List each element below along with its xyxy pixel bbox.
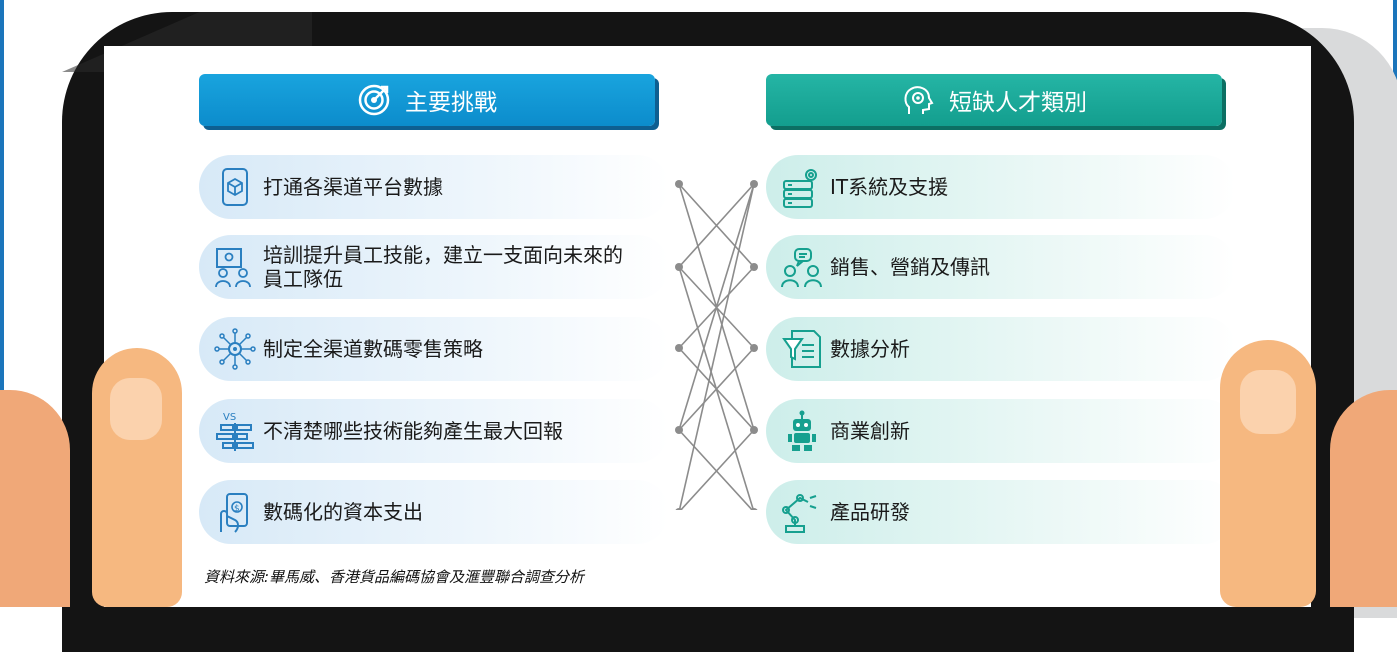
svg-text:VS: VS	[223, 412, 236, 423]
left-hand-palm	[0, 390, 70, 607]
challenges-header: 主要挑戰	[199, 74, 655, 126]
connection-line	[678, 347, 755, 431]
connection-diagram	[675, 180, 758, 510]
challenge-label: 數碼化的資本支出	[263, 500, 423, 524]
challenge-label: 打通各渠道平台數據	[263, 175, 443, 199]
challenge-item: 打通各渠道平台數據	[199, 155, 669, 219]
target-icon	[358, 84, 390, 116]
talent-header-label: 短缺人才類別	[949, 90, 1087, 116]
right-hand-palm	[1330, 390, 1397, 607]
svg-text:$: $	[234, 504, 240, 514]
connection-node	[675, 180, 683, 188]
connection-line	[678, 183, 755, 431]
talent-label: 產品研發	[830, 500, 910, 524]
talent-header: 短缺人才類別	[766, 74, 1222, 126]
people-chat-icon	[781, 248, 822, 288]
talent-item: IT系統及支援	[766, 155, 1236, 219]
connection-line	[678, 183, 755, 510]
right-thumbnail	[1240, 370, 1296, 434]
challenge-item: VS 不清楚哪些技術能夠產生最大回報	[199, 399, 669, 463]
talent-label: IT系統及支援	[830, 175, 949, 199]
talent-label: 數據分析	[830, 337, 910, 361]
vs-compare-icon: VS	[216, 412, 254, 451]
connection-node	[750, 180, 758, 188]
connection-node	[750, 508, 758, 510]
server-gear-icon	[783, 169, 817, 208]
challenges-header-label: 主要挑戰	[405, 90, 497, 116]
talent-item: 銷售、營銷及傳訊	[766, 235, 1236, 299]
connection-line	[678, 183, 755, 268]
robot-arm-icon	[782, 494, 817, 533]
hand-coin-icon: $	[220, 493, 248, 533]
head-gear-icon	[904, 86, 934, 114]
source-note: 資料來源:畢馬威、香港貨品編碼協會及滙豐聯合調查分析	[204, 568, 585, 586]
challenge-item: $ 數碼化的資本支出	[199, 480, 669, 544]
connection-node	[675, 426, 683, 434]
left-thumbnail	[110, 378, 162, 440]
challenge-label: 制定全渠道數碼零售策略	[263, 337, 483, 361]
talent-item: 產品研發	[766, 480, 1236, 544]
connection-node	[750, 426, 758, 434]
frame-border-left	[0, 0, 4, 520]
connection-node	[750, 263, 758, 271]
challenge-item: 培訓提升員工技能，建立一支面向未來的員工隊伍	[199, 235, 669, 299]
network-hub-icon	[214, 328, 256, 370]
training-people-icon	[215, 248, 251, 288]
filter-document-icon	[782, 330, 821, 368]
connection-node	[675, 508, 683, 510]
connection-node	[750, 344, 758, 352]
talent-label: 銷售、營銷及傳訊	[830, 255, 990, 279]
challenge-label: 培訓提升員工技能，建立一支面向未來的員工隊伍	[263, 243, 623, 291]
talent-item: 數據分析	[766, 317, 1236, 381]
tablet-screen: 主要挑戰 短缺人才類別 打通各渠道平台數據 培訓提升員工技能，建立一支面向未來的…	[104, 46, 1311, 607]
challenge-label: 不清楚哪些技術能夠產生最大回報	[263, 419, 563, 443]
robot-icon	[788, 410, 816, 451]
connection-line	[679, 429, 755, 510]
connection-node	[675, 263, 683, 271]
talent-label: 商業創新	[830, 419, 910, 443]
talent-item: 商業創新	[766, 399, 1236, 463]
box-device-icon	[222, 168, 248, 206]
connection-node	[675, 344, 683, 352]
challenge-item: 制定全渠道數碼零售策略	[199, 317, 669, 381]
